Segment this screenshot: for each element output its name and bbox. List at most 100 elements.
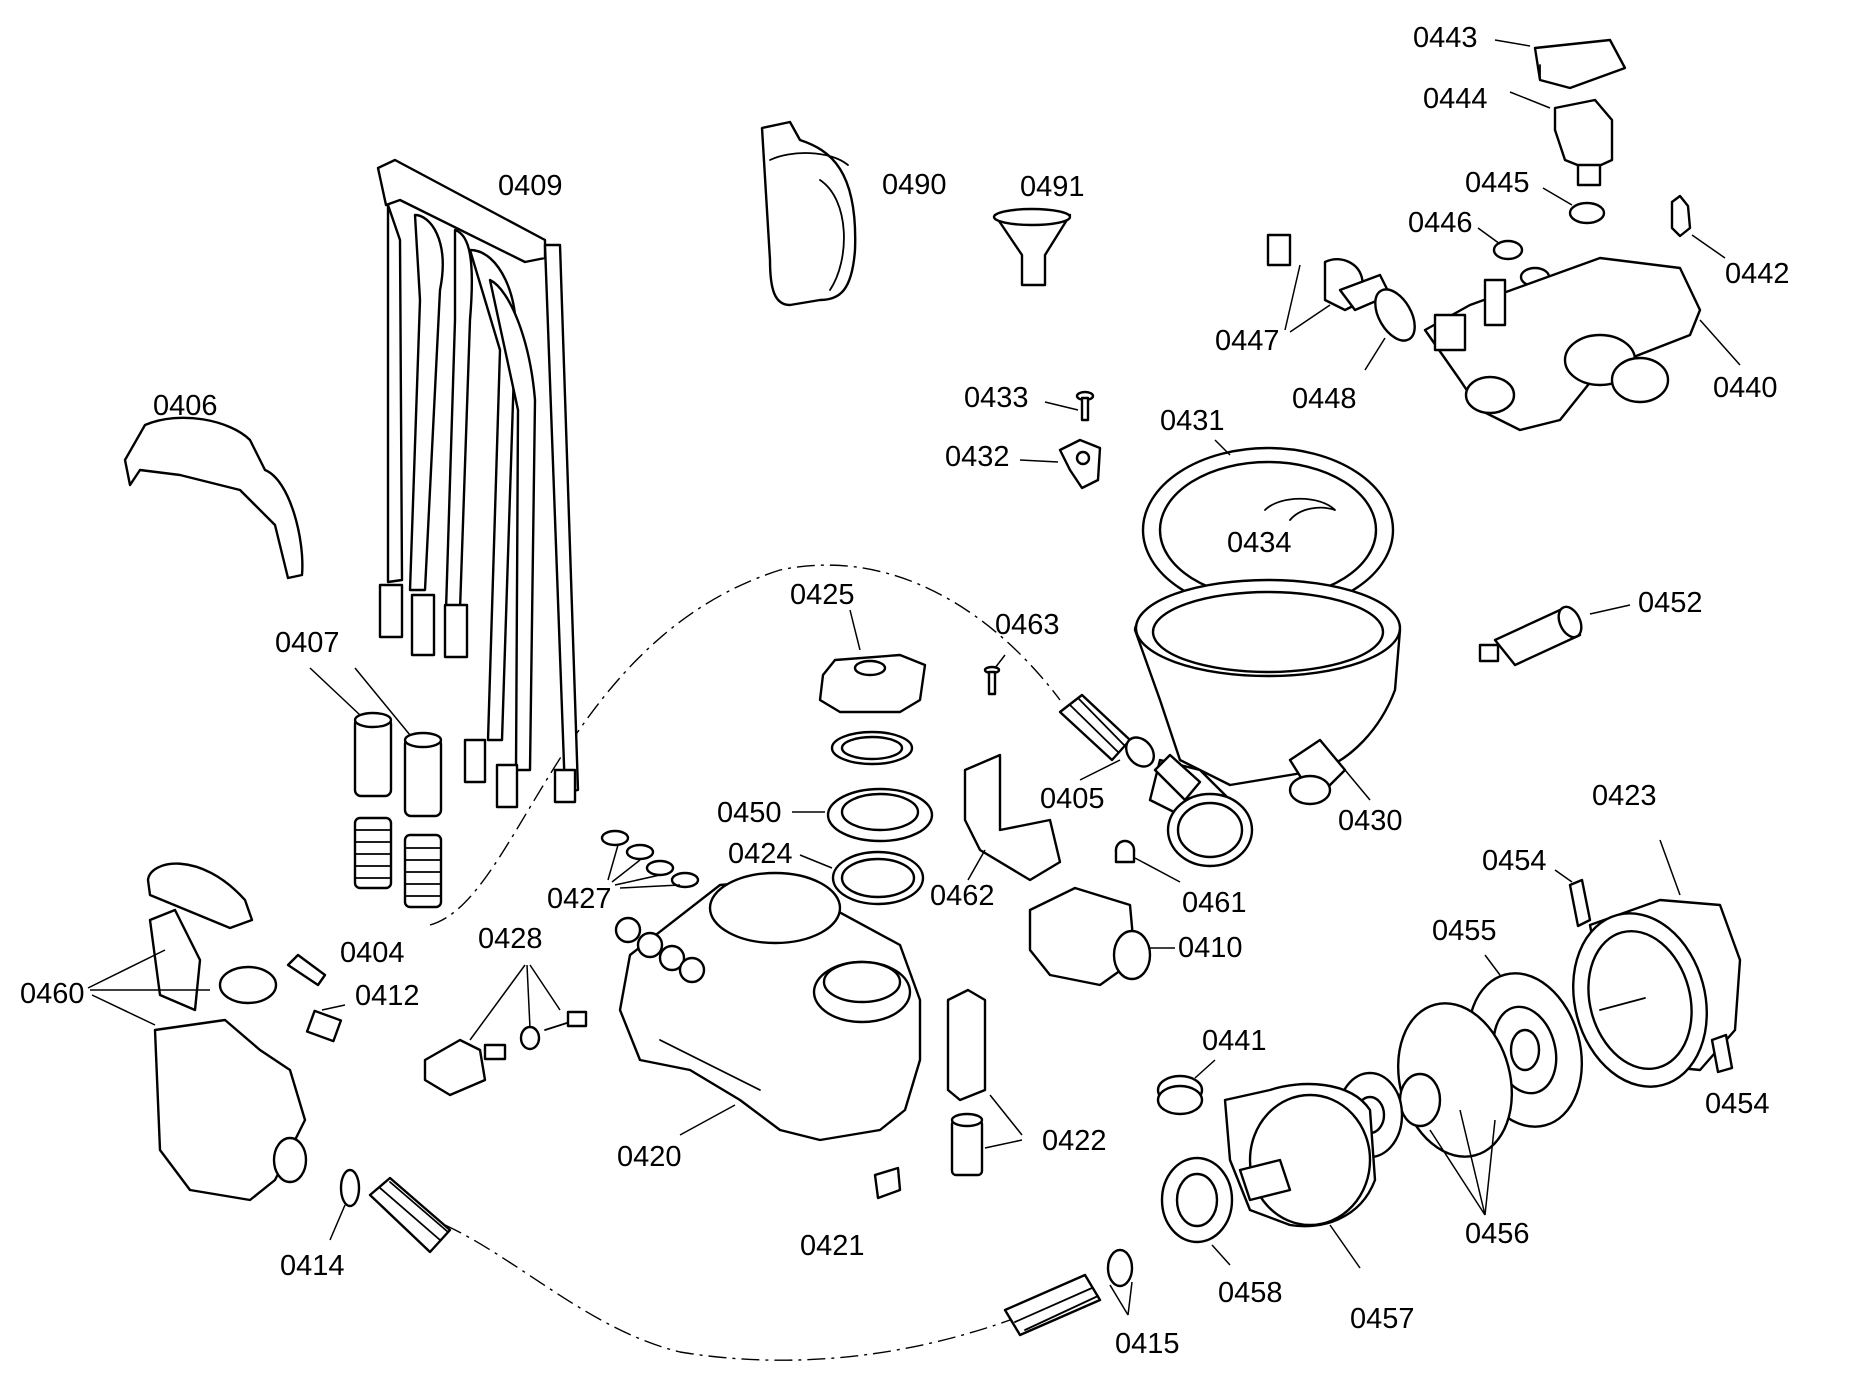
hose-route-lower xyxy=(444,1224,1011,1361)
o-ring-icon xyxy=(1492,239,1524,261)
cap-icon xyxy=(818,653,927,714)
seal-icon xyxy=(830,730,914,766)
leader-line xyxy=(1284,264,1301,331)
protective-cap-icon xyxy=(1533,38,1627,90)
leader-line xyxy=(329,1204,346,1241)
part-label: 0446 xyxy=(1408,207,1473,239)
part-label: 0432 xyxy=(945,441,1010,473)
leader-line xyxy=(984,1139,1023,1149)
part-label: 0445 xyxy=(1465,167,1530,199)
clip-icon xyxy=(1114,839,1136,864)
bracket-icon xyxy=(1058,438,1102,490)
sleeve-icon xyxy=(353,711,443,818)
leader-line xyxy=(1659,839,1681,896)
part-label: 0491 xyxy=(1020,171,1085,203)
float-icon xyxy=(286,953,343,1043)
leader-line xyxy=(1214,439,1231,456)
leader-line xyxy=(87,949,166,989)
sump-icon xyxy=(1133,578,1402,868)
part-label: 0442 xyxy=(1725,258,1790,290)
part-label: 0420 xyxy=(617,1141,682,1173)
seal-icon xyxy=(831,850,925,906)
leader-line xyxy=(967,849,986,881)
leader-line xyxy=(469,964,526,1041)
leader-line xyxy=(1477,227,1501,245)
spring-icon xyxy=(353,816,443,909)
part-label: 0405 xyxy=(1040,783,1105,815)
leader-line xyxy=(619,884,681,889)
part-label: 0450 xyxy=(717,797,782,829)
part-label: 0404 xyxy=(340,937,405,969)
flap-icon xyxy=(963,753,1062,882)
water-distribution-icon xyxy=(376,158,580,809)
leader-line xyxy=(1364,337,1386,371)
leader-line xyxy=(1484,1119,1496,1216)
part-label: 0452 xyxy=(1638,587,1703,619)
part-label: 0410 xyxy=(1178,932,1243,964)
hose-clamp-icon xyxy=(1156,1074,1204,1116)
part-label: 0424 xyxy=(728,838,793,870)
part-label: 0456 xyxy=(1465,1218,1530,1250)
part-label: 0454 xyxy=(1705,1088,1770,1120)
leader-line xyxy=(611,859,641,883)
leader-line xyxy=(529,964,561,1011)
part-label: 0462 xyxy=(930,880,995,912)
pump-housing-icon xyxy=(1223,1082,1377,1228)
part-label: 0421 xyxy=(800,1230,865,1262)
leader-line xyxy=(1459,1109,1486,1216)
leader-line xyxy=(1019,459,1059,463)
valve-icon xyxy=(423,1010,588,1097)
leader-line xyxy=(309,667,361,716)
part-label: 0406 xyxy=(153,390,218,422)
leader-line xyxy=(994,654,1006,669)
leader-line xyxy=(1134,857,1181,883)
funnel-jug-icon xyxy=(760,120,857,307)
leader-line xyxy=(614,874,661,886)
leader-line xyxy=(1344,769,1371,801)
leader-line xyxy=(1691,234,1726,259)
float-icon xyxy=(946,988,987,1177)
part-label: 0443 xyxy=(1413,22,1478,54)
part-label: 0422 xyxy=(1042,1125,1107,1157)
clip-icon xyxy=(1670,194,1692,238)
seal-icon xyxy=(1160,1156,1234,1244)
leader-line xyxy=(91,994,156,1026)
valve-icon xyxy=(1028,886,1152,987)
part-label: 0440 xyxy=(1713,372,1778,404)
part-label: 0407 xyxy=(275,627,340,659)
leader-line xyxy=(1044,401,1079,411)
leader-line xyxy=(526,964,531,1029)
part-label: 0423 xyxy=(1592,780,1657,812)
part-label: 0455 xyxy=(1432,915,1497,947)
leader-line xyxy=(1484,954,1501,976)
part-label: 0460 xyxy=(20,978,85,1010)
part-label: 0425 xyxy=(790,579,855,611)
part-label: 0414 xyxy=(280,1250,345,1282)
part-label: 0428 xyxy=(478,923,543,955)
screw-icon xyxy=(1075,390,1095,422)
part-label: 0430 xyxy=(1338,805,1403,837)
clip-icon xyxy=(873,1166,902,1200)
leader-line xyxy=(1589,604,1631,615)
motor-icon xyxy=(1572,898,1742,1088)
leader-line xyxy=(607,844,619,881)
water-softener-icon xyxy=(614,871,922,1142)
nut-icon xyxy=(826,787,934,843)
part-label: 0461 xyxy=(1182,887,1247,919)
part-label: 0427 xyxy=(547,883,612,915)
leader-line xyxy=(1211,1244,1231,1266)
clip-icon xyxy=(1710,1033,1734,1074)
part-label: 0454 xyxy=(1482,845,1547,877)
inlet-valve-icon xyxy=(146,862,308,1202)
clip-icon xyxy=(1568,878,1592,928)
sensor-icon xyxy=(1553,98,1614,187)
leader-line xyxy=(1542,187,1573,206)
part-label: 0463 xyxy=(995,609,1060,641)
leader-line xyxy=(354,667,411,736)
leader-line xyxy=(1699,319,1741,366)
funnel-icon xyxy=(992,207,1072,287)
part-label: 0409 xyxy=(498,170,563,202)
part-label: 0447 xyxy=(1215,325,1280,357)
o-ring-icon xyxy=(1374,288,1416,342)
leader-line xyxy=(1329,1224,1361,1269)
